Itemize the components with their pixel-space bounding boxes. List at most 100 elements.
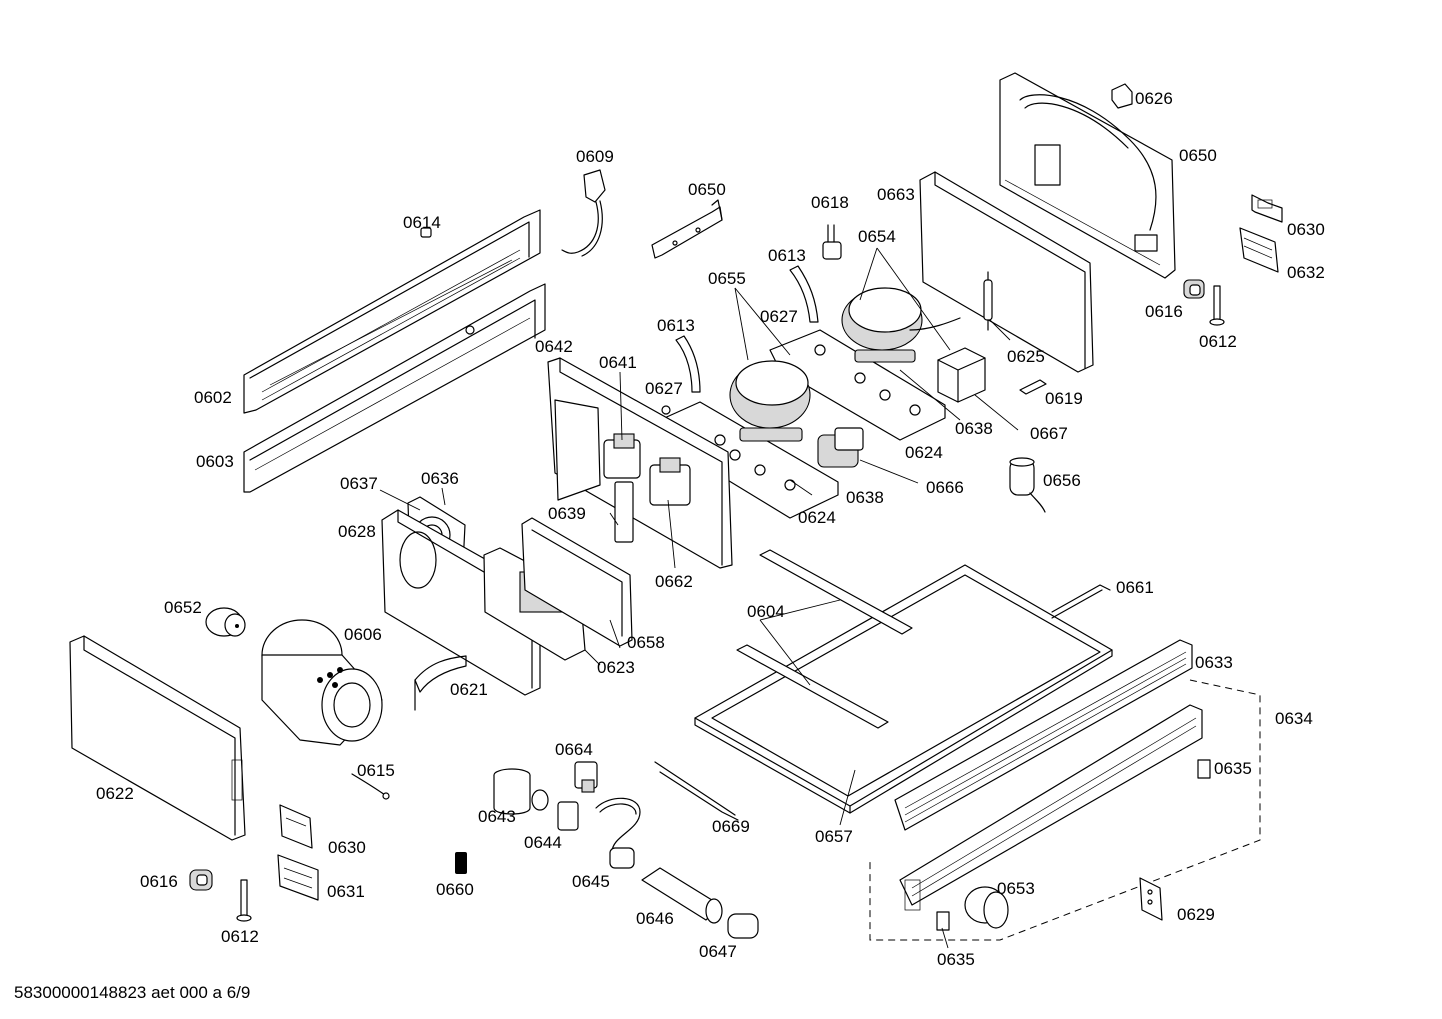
label-0638-upper: 0638 (955, 419, 993, 438)
label-0637: 0637 (340, 474, 378, 493)
label-0644: 0644 (524, 833, 562, 852)
part-0614 (420, 227, 432, 238)
part-back-panel-0663 (919, 171, 1094, 373)
label-0639: 0639 (548, 504, 586, 523)
label-0636: 0636 (421, 469, 459, 488)
label-0638-lower: 0638 (846, 488, 884, 507)
label-0603: 0603 (196, 452, 234, 471)
part-grille-lower (899, 704, 1203, 911)
part-relay-0618 (822, 224, 842, 260)
label-0655: 0655 (708, 269, 746, 288)
label-0630-left: 0630 (328, 838, 366, 857)
label-0656: 0656 (1043, 471, 1081, 490)
label-0630-right: 0630 (1287, 220, 1325, 239)
label-0650-middle: 0650 (688, 180, 726, 199)
part-labels: 0626 0650 0609 0650 0618 0663 0614 0613 … (96, 89, 1325, 969)
label-0624-upper: 0624 (905, 443, 943, 462)
label-0621: 0621 (450, 680, 488, 699)
label-0632: 0632 (1287, 263, 1325, 282)
label-0642: 0642 (535, 337, 573, 356)
part-compressor-0654 (841, 287, 961, 363)
part-fan-housing-0606 (261, 619, 383, 746)
part-filter-0625 (983, 271, 993, 331)
part-side-panel (554, 399, 601, 501)
part-0629 (1139, 877, 1163, 921)
part-compressor-0655 (729, 360, 811, 442)
part-screw-0612-left (236, 879, 252, 922)
label-0618: 0618 (811, 193, 849, 212)
label-0624-lower: 0624 (798, 508, 836, 527)
label-0628: 0628 (338, 522, 376, 541)
part-0635-bottom (936, 911, 950, 931)
label-0662: 0662 (655, 572, 693, 591)
label-0635-right: 0635 (1214, 759, 1252, 778)
part-0660 (455, 852, 467, 874)
footer-document-code: 58300000148823 aet 000 a 6/9 (14, 983, 250, 1002)
label-0643: 0643 (478, 807, 516, 826)
label-0619: 0619 (1045, 389, 1083, 408)
leader-lines (379, 247, 1019, 949)
label-0667: 0667 (1030, 424, 1068, 443)
group-0634 (869, 679, 1261, 941)
label-0627-upper: 0627 (760, 307, 798, 326)
label-0623: 0623 (597, 658, 635, 677)
label-0614: 0614 (403, 213, 441, 232)
label-0616-right: 0616 (1145, 302, 1183, 321)
label-0647: 0647 (699, 942, 737, 961)
part-panel-0622 (69, 635, 246, 841)
label-0653: 0653 (997, 879, 1035, 898)
label-0613-upper: 0613 (768, 246, 806, 265)
part-grille-0633 (894, 639, 1193, 831)
label-0622: 0622 (96, 784, 134, 803)
part-0641 (603, 433, 641, 479)
part-0647 (727, 913, 759, 939)
label-0669: 0669 (712, 817, 750, 836)
label-0627-lower: 0627 (645, 379, 683, 398)
part-frame-0623 (521, 517, 633, 647)
part-0615 (351, 773, 390, 800)
part-assembly-0650 (999, 72, 1176, 279)
part-0621 (414, 655, 467, 711)
part-0664 (574, 761, 598, 793)
label-0645: 0645 (572, 872, 610, 891)
part-strip-0604-lower (736, 644, 889, 729)
label-0615: 0615 (357, 761, 395, 780)
part-panel-0628 (381, 509, 541, 696)
part-panel-0603 (243, 283, 546, 493)
part-0616-left (189, 869, 213, 891)
label-0612-left: 0612 (221, 927, 259, 946)
part-0652 (205, 607, 246, 637)
part-0626 (1111, 83, 1133, 109)
part-component-0666 (817, 427, 864, 468)
label-0602: 0602 (194, 388, 232, 407)
label-0661: 0661 (1116, 578, 1154, 597)
part-0631 (277, 854, 319, 901)
part-0644 (557, 801, 579, 831)
label-0652: 0652 (164, 598, 202, 617)
part-0662 (649, 457, 691, 506)
label-0663: 0663 (877, 185, 915, 204)
label-0660: 0660 (436, 880, 474, 899)
part-capacitor-0656 (1009, 457, 1046, 513)
label-0613-lower: 0613 (657, 316, 695, 335)
label-0657: 0657 (815, 827, 853, 846)
label-0631: 0631 (327, 882, 365, 901)
part-screw-0612-right (1209, 285, 1225, 326)
label-0612-right: 0612 (1199, 332, 1237, 351)
label-0641: 0641 (599, 353, 637, 372)
label-0646: 0646 (636, 909, 674, 928)
part-0669 (654, 761, 739, 821)
label-0629: 0629 (1177, 905, 1215, 924)
part-0653 (964, 886, 1009, 929)
label-0625: 0625 (1007, 347, 1045, 366)
label-0609: 0609 (576, 147, 614, 166)
part-terminal-0619 (1019, 379, 1047, 395)
part-0646 (641, 867, 723, 924)
part-0635-right (1197, 759, 1211, 779)
part-0630-right (1251, 194, 1283, 223)
part-bracket-0650 (651, 199, 723, 259)
part-0639 (614, 481, 634, 543)
label-0626: 0626 (1135, 89, 1173, 108)
part-0616-right (1183, 279, 1205, 299)
